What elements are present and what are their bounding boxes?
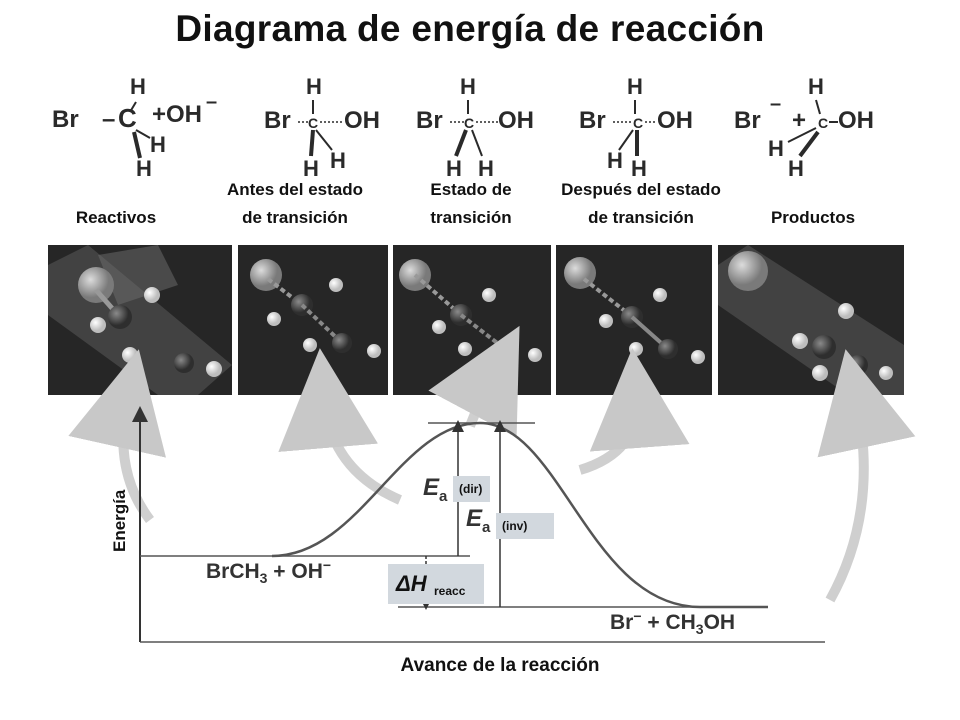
svg-text:H: H bbox=[306, 74, 322, 99]
model-image-reactants bbox=[48, 245, 232, 395]
svg-text:Br: Br bbox=[416, 107, 443, 134]
reactant-species: BrCH3 + OH− bbox=[206, 557, 332, 587]
svg-text:OH: OH bbox=[344, 107, 380, 134]
ea-forward-label: (dir) bbox=[453, 476, 491, 502]
ea-reverse-symbol: Ea bbox=[466, 505, 491, 536]
molecule-after-ts: Br H C OH H H bbox=[579, 74, 693, 181]
pointer-arrow-after-ts bbox=[578, 348, 690, 475]
svg-text:C: C bbox=[118, 103, 137, 133]
svg-text:H: H bbox=[330, 148, 346, 173]
svg-text:C: C bbox=[464, 115, 474, 131]
svg-text:H: H bbox=[446, 156, 462, 181]
diagram-title: Diagrama de energía de reacción bbox=[175, 8, 765, 49]
svg-text:OH: OH bbox=[657, 107, 693, 134]
svg-text:C: C bbox=[633, 115, 643, 131]
pointer-arrow-products bbox=[817, 349, 916, 603]
svg-text:–: – bbox=[770, 93, 781, 115]
molecule-transition-state: Br H C OH H H bbox=[416, 74, 534, 181]
svg-text:H: H bbox=[631, 156, 647, 181]
stage-label-reactants: Reactivos bbox=[75, 208, 157, 227]
pointer-arrow-transition-state bbox=[428, 325, 520, 438]
svg-text:OH: OH bbox=[838, 107, 874, 134]
pointer-arrow-before-ts bbox=[278, 348, 402, 505]
x-axis-label: Avance de la reacción bbox=[400, 655, 600, 676]
svg-text:OH: OH bbox=[498, 107, 534, 134]
svg-text:H: H bbox=[788, 156, 804, 181]
molecule-reactants: Br – C H H H +OH – bbox=[52, 74, 217, 181]
stage-label-products: Productos bbox=[770, 208, 856, 227]
svg-text:Br: Br bbox=[52, 106, 79, 133]
svg-text:Br: Br bbox=[264, 107, 291, 134]
pointer-arrow-reactants bbox=[68, 349, 166, 524]
ea-forward-symbol: Ea bbox=[423, 474, 448, 505]
delta-h-label: ΔH reacc bbox=[388, 564, 484, 604]
svg-text:C: C bbox=[308, 115, 318, 131]
svg-text:H: H bbox=[478, 156, 494, 181]
svg-text:H: H bbox=[460, 74, 476, 99]
svg-text:H: H bbox=[303, 156, 319, 181]
svg-text:C: C bbox=[818, 115, 828, 131]
energy-curve bbox=[271, 421, 768, 609]
svg-text:H: H bbox=[130, 74, 146, 99]
svg-text:H: H bbox=[808, 74, 824, 99]
svg-text:Br: Br bbox=[579, 107, 606, 134]
ea-reverse-label: (inv) bbox=[496, 513, 554, 539]
product-species: Br− + CH3OH bbox=[610, 608, 736, 638]
molecule-before-ts: Br H C OH H H bbox=[264, 74, 380, 181]
svg-text:H: H bbox=[768, 136, 784, 161]
svg-text:H: H bbox=[627, 74, 643, 99]
y-axis-label: Energía bbox=[110, 489, 129, 552]
svg-text:+: + bbox=[792, 107, 806, 134]
molecule-products: Br – + H C OH H H bbox=[734, 74, 874, 181]
svg-text:H: H bbox=[607, 148, 623, 173]
svg-text:–: – bbox=[206, 91, 217, 113]
svg-text:H: H bbox=[136, 156, 152, 181]
svg-text:H: H bbox=[150, 132, 166, 157]
svg-text:Br: Br bbox=[734, 107, 761, 134]
svg-text:+OH: +OH bbox=[152, 101, 202, 128]
svg-text:–: – bbox=[102, 106, 115, 133]
